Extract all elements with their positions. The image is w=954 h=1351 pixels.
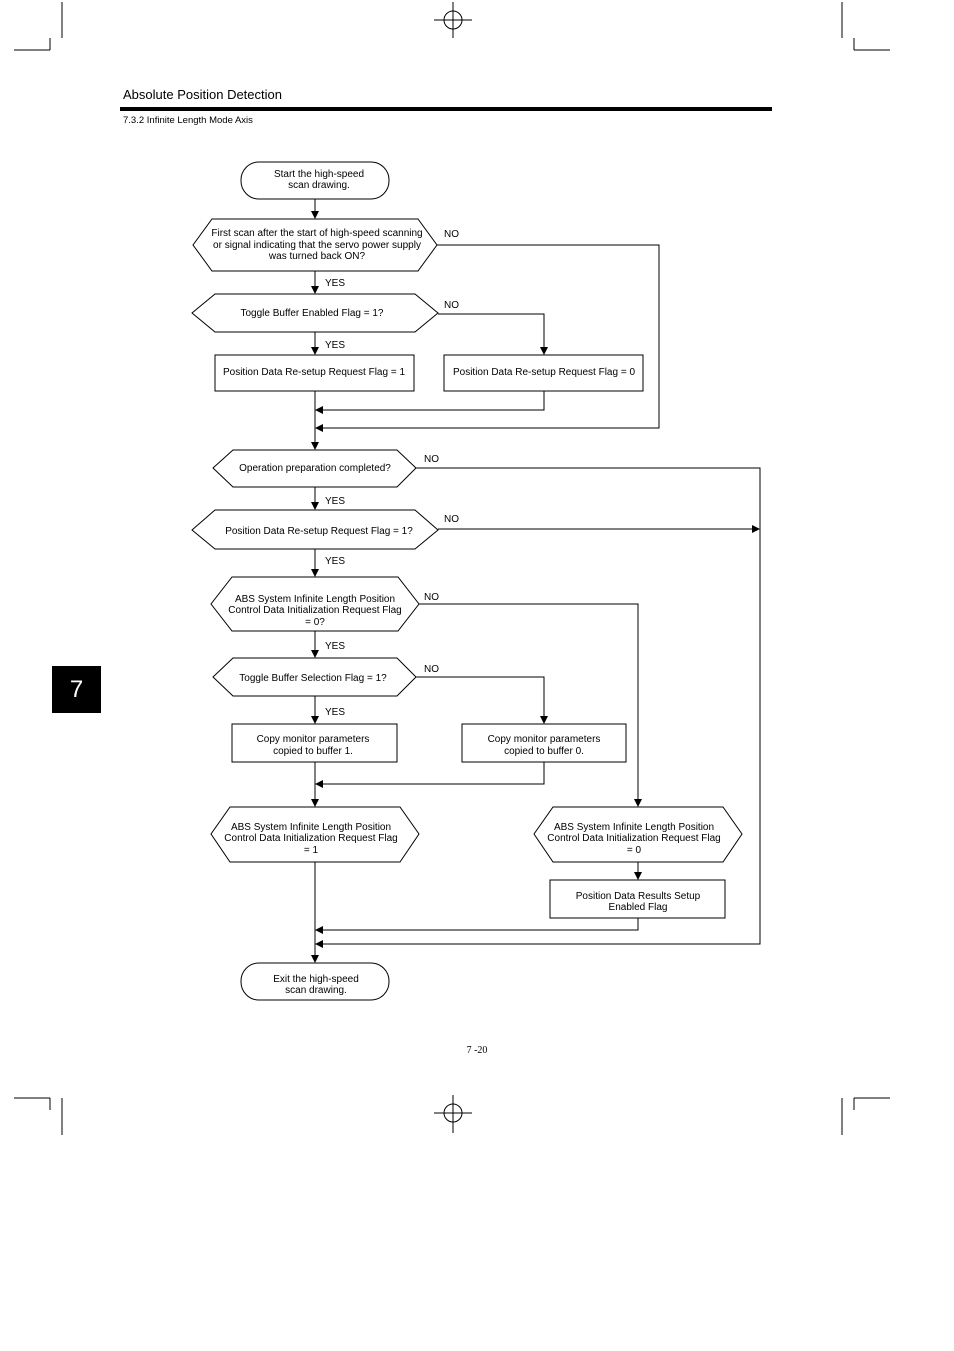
crop-marks [14,2,890,1135]
branch-labels: YES YES YES YES YES YES NO NO NO NO NO N… [325,229,459,718]
process-abs-init-set-1-label: ABS System Infinite Length Position [231,822,391,833]
process-copy-buffer-1-label: Copy monitor parameters [257,734,370,745]
decision-operation-ready-label: Operation preparation completed? [239,463,391,474]
process-resetup-flag-0: Position Data Re-setup Request Flag = 0 [443,354,644,392]
yes-label: YES [325,340,345,351]
page-number: 7 -20 [466,1045,488,1056]
decision-first-scan: First scan after the start of high-speed… [192,218,438,272]
process-abs-init-set-1: ABS System Infinite Length Position Cont… [210,806,420,863]
process-abs-init-set-1-label: Control Data Initialization Request Flag [224,833,397,844]
process-results-enabled: Position Data Results Setup Enabled Flag [549,879,726,919]
start-terminal-label: Start the high-speed [274,169,364,180]
decision-operation-ready: Operation preparation completed? [212,449,417,488]
decision-toggle-selection: Toggle Buffer Selection Flag = 1? [212,657,417,697]
decision-abs-init-zero-label: Control Data Initialization Request Flag [228,605,401,616]
no-label: NO [444,229,459,240]
decision-resetup-request: Position Data Re-setup Request Flag = 1? [191,509,439,550]
process-abs-init-set-1-label: = 1 [304,845,319,856]
decision-toggle-selection-label: Toggle Buffer Selection Flag = 1? [239,673,387,684]
end-terminal-label: Exit the high-speed [273,974,359,985]
process-copy-buffer-0: Copy monitor parameters copied to buffer… [461,723,627,763]
no-label: NO [444,514,459,525]
process-resetup-flag-0-label: Position Data Re-setup Request Flag = 0 [453,367,635,378]
yes-label: YES [325,496,345,507]
decision-abs-init-zero-label: ABS System Infinite Length Position [235,594,395,605]
no-label: NO [424,592,439,603]
process-copy-buffer-1: Copy monitor parameters copied to buffer… [231,723,398,763]
process-copy-buffer-0-label: copied to buffer 0. [504,746,584,757]
process-results-enabled-label: Enabled Flag [609,902,668,913]
end-terminal: Exit the high-speed scan drawing. [240,962,390,1001]
no-label: NO [424,664,439,675]
no-label: NO [424,454,439,465]
decision-abs-init-zero: ABS System Infinite Length Position Cont… [210,576,420,632]
process-abs-init-set-0-label: = 0 [627,845,642,856]
yes-label: YES [325,707,345,718]
process-abs-init-set-0-label: Control Data Initialization Request Flag [547,833,720,844]
process-copy-buffer-1-label: copied to buffer 1. [273,746,353,757]
connector-lines [314,199,761,956]
start-terminal: Start the high-speed scan drawing. [240,161,390,200]
registration-mark-top [434,2,472,38]
decision-toggle-enabled-label: Toggle Buffer Enabled Flag = 1? [241,308,384,319]
process-results-enabled-label: Position Data Results Setup [576,891,701,902]
yes-label: YES [325,641,345,652]
decision-abs-init-zero-label: = 0? [305,617,325,628]
no-label: NO [444,300,459,311]
header-rule [120,107,772,111]
subsection-title: 7.3.2 Infinite Length Mode Axis [123,115,253,126]
end-terminal-label: scan drawing. [285,985,347,996]
chapter-tab: 7 [52,666,101,713]
decision-first-scan-label: or signal indicating that the servo powe… [213,240,421,251]
yes-label: YES [325,556,345,567]
start-terminal-label: scan drawing. [288,180,350,191]
decision-toggle-enabled: Toggle Buffer Enabled Flag = 1? [191,293,439,333]
process-resetup-flag-1-label: Position Data Re-setup Request Flag = 1 [223,367,405,378]
connector-arrowheads [311,211,760,963]
process-abs-init-set-0: ABS System Infinite Length Position Cont… [533,806,743,863]
process-resetup-flag-1: Position Data Re-setup Request Flag = 1 [214,354,415,392]
yes-label: YES [325,278,345,289]
process-abs-init-set-0-label: ABS System Infinite Length Position [554,822,714,833]
registration-mark-bottom [434,1095,472,1133]
process-copy-buffer-0-label: Copy monitor parameters [488,734,601,745]
section-title: Absolute Position Detection [123,87,282,102]
decision-first-scan-label: was turned back ON? [268,251,366,262]
decision-first-scan-label: First scan after the start of high-speed… [211,228,422,239]
decision-resetup-request-label: Position Data Re-setup Request Flag = 1? [225,526,413,537]
